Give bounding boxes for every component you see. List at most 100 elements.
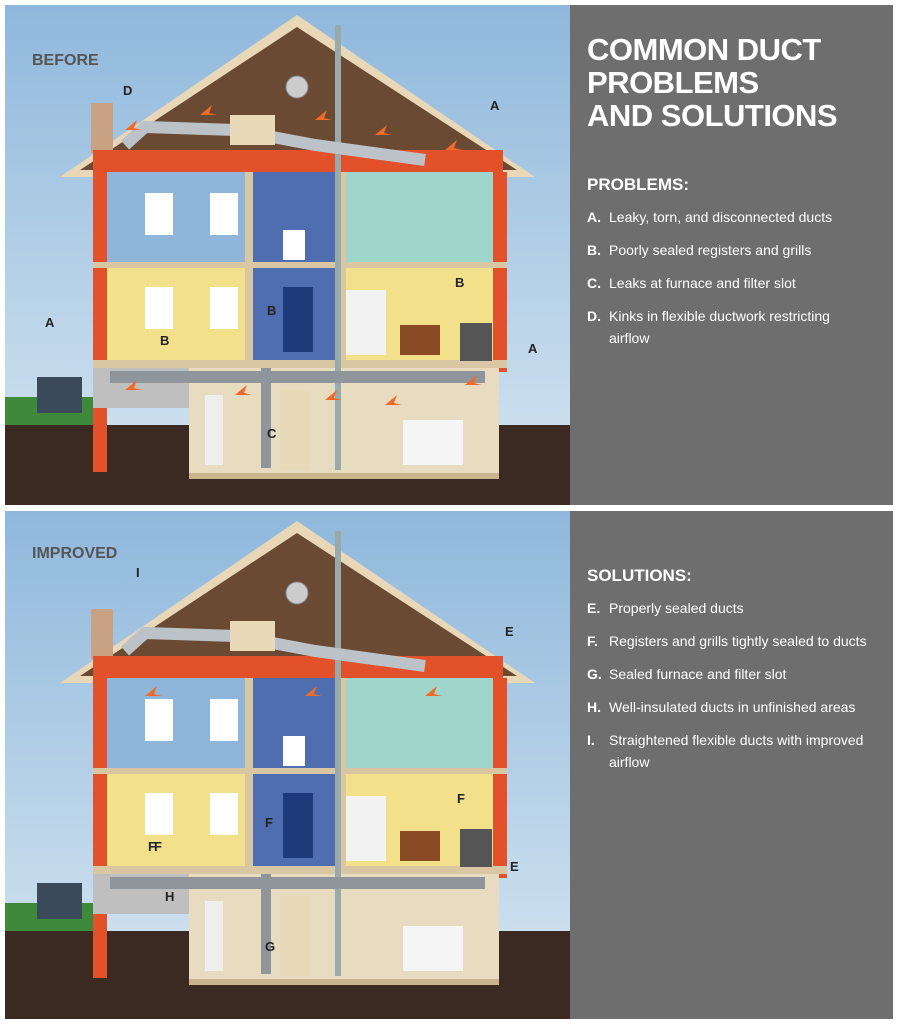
washer-dryer: [403, 420, 463, 465]
cabinet: [400, 325, 440, 355]
callout-label: F: [148, 839, 156, 854]
air-leak-arrow: [325, 390, 342, 400]
callout-label: F: [457, 791, 465, 806]
air-leak-arrow: [200, 105, 217, 115]
item-text: Kinks in flexible ductwork restricting a…: [609, 308, 830, 346]
item-key: C.: [587, 275, 601, 291]
solutions-heading: SOLUTIONS:: [587, 566, 692, 585]
oven: [460, 829, 492, 867]
chimney: [91, 103, 113, 153]
list-item: B. Poorly sealed registers and grills: [587, 239, 869, 261]
ac-unit: [37, 377, 82, 413]
callout-label: A: [45, 315, 55, 330]
item-text: Sealed furnace and filter slot: [609, 666, 787, 682]
furnace: [280, 390, 310, 470]
cabinet: [400, 831, 440, 861]
item-text: Leaky, torn, and disconnected ducts: [609, 209, 833, 225]
callout-label: C: [267, 426, 277, 441]
list-item: F. Registers and grills tightly sealed to…: [587, 630, 869, 652]
air-leak-arrow: [445, 140, 462, 150]
stud: [245, 678, 253, 978]
wall-left: [93, 172, 107, 472]
item-text: Properly sealed ducts: [609, 600, 744, 616]
supply-duct: [261, 368, 271, 468]
refrigerator: [346, 290, 386, 355]
basement-floor: [189, 979, 499, 985]
stud: [245, 172, 253, 472]
item-text: Straightened flexible ducts with improve…: [609, 732, 864, 770]
callout-label: B: [160, 333, 169, 348]
title-line: COMMON DUCT: [587, 32, 821, 67]
window: [145, 287, 173, 329]
callout-label: D: [123, 83, 132, 98]
water-heater: [205, 395, 223, 465]
title-line: AND SOLUTIONS: [587, 98, 838, 133]
chimney: [91, 609, 113, 659]
list-item: A. Leaky, torn, and disconnected ducts: [587, 206, 869, 228]
callout-label: F: [154, 839, 162, 854]
item-text: Poorly sealed registers and grills: [609, 242, 812, 258]
callout-label: E: [505, 624, 514, 639]
list-item: G.Sealed furnace and filter slot: [587, 663, 869, 685]
window: [283, 736, 305, 766]
water-heater: [205, 901, 223, 971]
title-line: PROBLEMS: [587, 65, 759, 100]
air-leak-arrow: [235, 385, 252, 395]
window: [145, 793, 173, 835]
bathroom: [346, 172, 493, 262]
air-leak-arrow: [145, 686, 162, 696]
item-key: B.: [587, 242, 601, 258]
vent-stack: [335, 25, 341, 470]
air-leak-arrow: [315, 110, 332, 120]
wall-left: [93, 678, 107, 978]
air-leak-arrow: [375, 125, 392, 135]
bathroom: [346, 678, 493, 768]
floor: [93, 262, 507, 268]
item-text: Registers and grills tightly sealed to d…: [609, 633, 867, 649]
window: [210, 793, 238, 835]
window: [210, 699, 238, 741]
item-key: D.: [587, 308, 601, 324]
item-key: I.: [587, 732, 595, 748]
callout-label: G: [265, 939, 275, 954]
callout-label: H: [165, 889, 174, 904]
air-handler: [230, 621, 275, 651]
window: [210, 193, 238, 235]
callout-label: A: [528, 341, 538, 356]
item-key: H.: [587, 699, 601, 715]
callout-label: I: [136, 565, 140, 580]
callout-label: A: [490, 98, 500, 113]
air-leak-arrow: [125, 120, 142, 130]
basement-floor: [189, 473, 499, 479]
item-key: E.: [587, 600, 601, 616]
problems-panel: COMMON DUCT PROBLEMS AND SOLUTIONS PROBL…: [570, 5, 893, 505]
window: [145, 699, 173, 741]
air-leak-arrow: [465, 375, 482, 385]
item-key: F.: [587, 633, 598, 649]
front-door: [283, 287, 313, 352]
item-key: A.: [587, 209, 601, 225]
vent-stack: [335, 531, 341, 976]
attic-vent: [285, 581, 309, 605]
attic-vent: [285, 75, 309, 99]
callout-label: B: [455, 275, 464, 290]
main-title: COMMON DUCT PROBLEMS AND SOLUTIONS: [587, 32, 838, 133]
list-item: D. Kinks in flexible ductwork restricting…: [587, 305, 869, 349]
floor: [93, 866, 507, 874]
floor: [93, 768, 507, 774]
air-leak-arrow: [425, 686, 442, 696]
supply-duct: [261, 874, 271, 974]
air-handler: [230, 115, 275, 145]
window: [210, 287, 238, 329]
ac-unit: [37, 883, 82, 919]
window: [283, 230, 305, 260]
air-leak-arrow: [125, 380, 142, 390]
air-leak-arrow: [305, 686, 322, 696]
item-text: Well-insulated ducts in unfinished areas: [609, 699, 856, 715]
